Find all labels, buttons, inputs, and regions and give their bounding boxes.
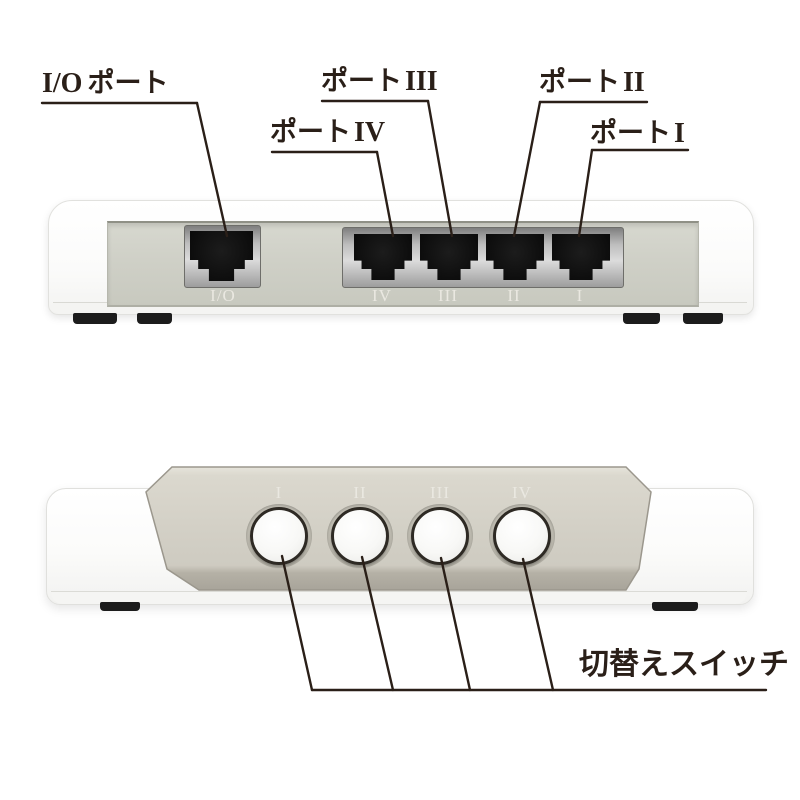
port-opening-1 [552, 234, 610, 280]
switch-button-4 [493, 507, 551, 565]
port-opening-3 [420, 234, 478, 280]
device-front-view: I II III IV [46, 466, 754, 616]
device-rear-view: I/O IV III II I [48, 200, 754, 326]
switch-button-3 [411, 507, 469, 565]
port-block-bezel [342, 227, 624, 288]
button-label-3: III [430, 483, 450, 502]
front-device-base [51, 591, 747, 604]
callout-port3-roman: III [405, 66, 438, 97]
rear-port-panel: I/O IV III II I [107, 221, 699, 307]
rubber-foot [652, 602, 698, 611]
callout-port2-kana: ポート [539, 67, 620, 97]
callout-port1-roman: I [674, 118, 685, 149]
port-opening-4 [354, 234, 412, 280]
switch-button-3-bezel [407, 504, 473, 568]
engraved-label-port4: IV [372, 286, 392, 305]
callout-io-kana: ポート [87, 68, 169, 98]
front-panel-face [145, 466, 652, 591]
io-port-bezel [184, 225, 261, 288]
engraved-label-port1: I [576, 286, 584, 305]
engraved-label-port3: III [438, 286, 458, 305]
rubber-foot [73, 313, 117, 324]
callout-io-roman: I/O [42, 68, 83, 99]
switch-button-4-bezel [489, 504, 555, 568]
button-label-2: II [353, 483, 367, 502]
callout-port2-roman: II [623, 67, 645, 98]
callout-port3-kana: ポート [321, 66, 402, 96]
engraved-label-port2: II [507, 286, 521, 305]
io-port-opening [190, 231, 253, 281]
engraved-label-io: I/O [210, 286, 236, 305]
button-label-4: IV [512, 483, 532, 502]
switch-button-1-bezel [246, 504, 312, 568]
rubber-foot [137, 313, 172, 324]
button-label-1: I [275, 483, 283, 502]
rear-device-body: I/O IV III II I [48, 200, 754, 315]
switch-button-2 [331, 507, 389, 565]
callout-port4-roman: IV [354, 117, 386, 148]
switch-button-2-bezel [327, 504, 393, 568]
front-switch-panel [145, 466, 652, 591]
callout-port4-kana: ポート [270, 117, 351, 147]
callout-port1-kana: ポート [590, 118, 671, 148]
port-opening-2 [486, 234, 544, 280]
rubber-foot [100, 602, 140, 611]
rubber-foot [623, 313, 660, 324]
callout-switch-text: 切替えスイッチ [579, 648, 789, 681]
switch-button-1 [250, 507, 308, 565]
rubber-foot [683, 313, 723, 324]
callout-label-switch: 切替えスイッチ [579, 645, 789, 685]
